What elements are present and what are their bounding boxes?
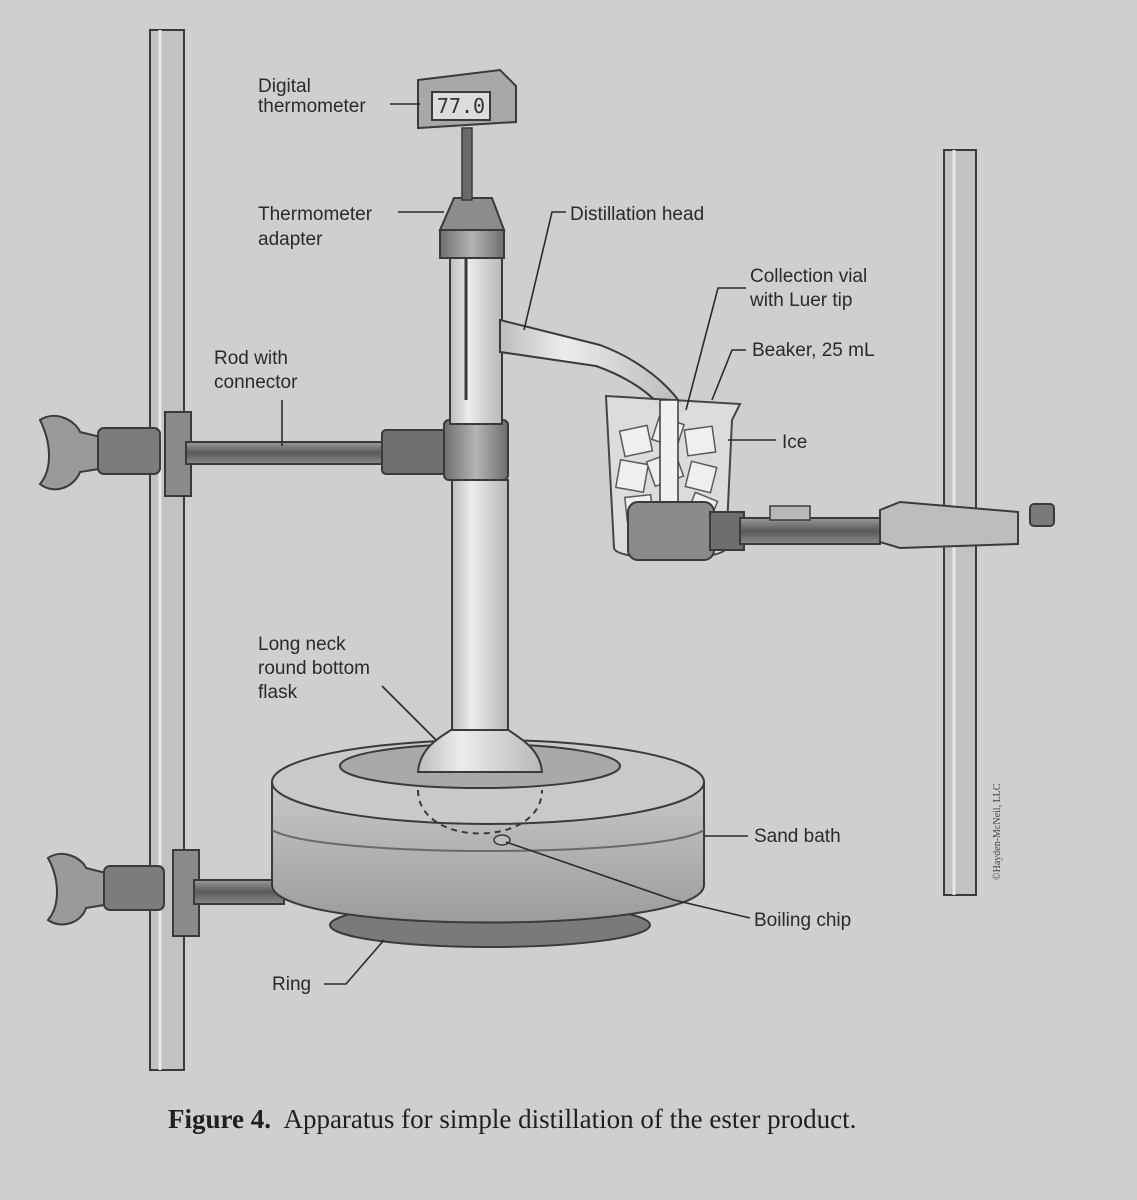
label-flask-line2: round bottom bbox=[258, 658, 370, 679]
lower-clamp bbox=[46, 849, 285, 937]
label-leaders bbox=[281, 103, 776, 985]
caption-text: Apparatus for simple distillation of the… bbox=[283, 1104, 856, 1134]
figure-caption: Figure 4. Apparatus for simple distillat… bbox=[168, 1104, 856, 1134]
label-beaker: Beaker, 25 mL bbox=[752, 340, 875, 361]
label-thermometer-adapter-line2: adapter bbox=[258, 229, 323, 250]
label-rod-with-connector-line1: Rod with bbox=[214, 348, 288, 369]
label-boiling-chip: Boiling chip bbox=[754, 910, 851, 931]
label-digital-thermometer-line1: Digital bbox=[258, 76, 311, 97]
label-digital-thermometer-line2: thermometer bbox=[258, 96, 366, 117]
caption-figure-number: Figure 4. bbox=[168, 1104, 271, 1134]
thermometer-reading: 77.0 bbox=[437, 94, 485, 118]
boiling-chip bbox=[493, 834, 511, 846]
label-ice: Ice bbox=[782, 432, 807, 453]
label-ring: Ring bbox=[272, 974, 311, 995]
label-collection-vial-line2: with Luer tip bbox=[749, 290, 852, 311]
label-flask-line3: flask bbox=[258, 682, 298, 703]
upper-clamp bbox=[38, 411, 447, 497]
label-flask-line1: Long neck bbox=[258, 634, 346, 655]
thermometer-display bbox=[431, 91, 491, 121]
joint-collar bbox=[443, 419, 509, 481]
thermometer-adapter bbox=[438, 197, 506, 259]
label-collection-vial-line1: Collection vial bbox=[750, 266, 867, 287]
label-rod-with-connector-line2: connector bbox=[214, 372, 298, 393]
flask-neck bbox=[451, 479, 509, 731]
copyright-notice: ©Hayden-McNeil, LLC bbox=[992, 783, 1003, 880]
label-sand-bath: Sand bath bbox=[754, 826, 841, 847]
right-clamp bbox=[627, 500, 1055, 561]
thermometer-probe bbox=[461, 127, 473, 201]
label-thermometer-adapter-line1: Thermometer bbox=[258, 204, 373, 225]
distillation-head-column bbox=[449, 251, 503, 425]
label-distillation-head: Distillation head bbox=[570, 204, 704, 225]
digital-thermometer: 77.0 bbox=[417, 68, 517, 130]
